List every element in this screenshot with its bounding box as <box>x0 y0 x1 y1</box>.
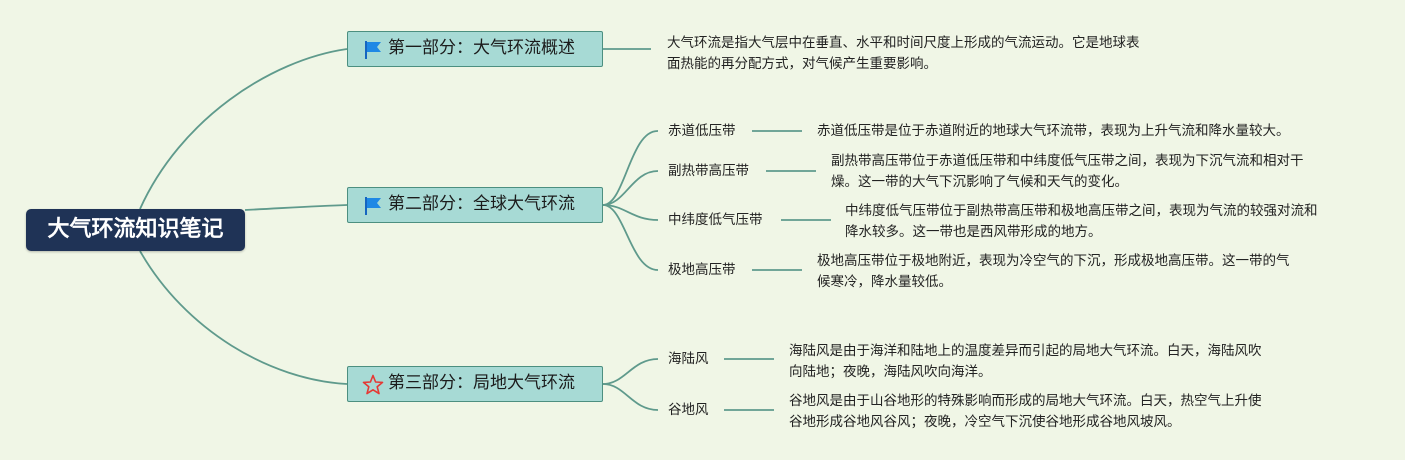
sub-valley-wind[interactable]: 谷地风 <box>668 402 709 418</box>
sub-equatorial-low-desc: 赤道低压带是位于赤道附近的地球大气环流带，表现为上升气流和降水量较大。 <box>817 121 1290 142</box>
sub-valley-wind-desc: 谷地风是由于山谷地形的特殊影响而形成的局地大气环流。白天，热空气上升使 谷地形成… <box>789 391 1262 433</box>
sub-sea-land-breeze-desc: 海陆风是由于海洋和陆地上的温度差异而引起的局地大气环流。白天，海陆风吹 向陆地；… <box>789 341 1262 383</box>
sub-sea-land-breeze[interactable]: 海陆风 <box>668 351 709 367</box>
connector-section-2-child-2 <box>602 170 659 206</box>
desc-line: 副热带高压带位于赤道低压带和中纬度低气压带之间，表现为下沉气流和相对干 <box>831 153 1304 169</box>
sub-equatorial-low[interactable]: 赤道低压带 <box>668 123 736 139</box>
desc-line: 燥。这一带的大气下沉影响了气候和天气的变化。 <box>831 174 1128 190</box>
section-3-label: 第三部分：局地大气环流 <box>388 373 575 393</box>
connector-section-3-child-1 <box>602 358 659 385</box>
desc-line: 海陆风是由于海洋和陆地上的温度差异而引起的局地大气环流。白天，海陆风吹 <box>789 343 1262 359</box>
connector-section-3-child-2 <box>602 383 659 411</box>
desc-line: 谷地形成谷地风谷风；夜晚，冷空气下沉使谷地形成谷地风坡风。 <box>789 414 1181 430</box>
section-2-node[interactable]: 第二部分：全球大气环流 <box>347 187 603 223</box>
root-node[interactable]: 大气环流知识笔记 <box>26 209 245 251</box>
sub-polar-high[interactable]: 极地高压带 <box>668 262 736 278</box>
section-1-desc: 大气环流是指大气层中在垂直、水平和时间尺度上形成的气流运动。它是地球表 面热能的… <box>667 33 1140 75</box>
connector-root-section-3 <box>139 250 348 385</box>
desc-line: 谷地风是由于山谷地形的特殊影响而形成的局地大气环流。白天，热空气上升使 <box>789 393 1262 409</box>
sub-subtropical-high[interactable]: 副热带高压带 <box>668 163 749 179</box>
flag-icon <box>365 41 381 59</box>
sub-midlatitude-low-desc: 中纬度低气压带位于副热带高压带和极地高压带之间，表现为气流的较强对流和 降水较多… <box>845 201 1318 243</box>
connector-section-2-child-3 <box>602 204 659 221</box>
sub-subtropical-high-desc: 副热带高压带位于赤道低压带和中纬度低气压带之间，表现为下沉气流和相对干 燥。这一… <box>831 151 1304 193</box>
connector-root-section-1 <box>139 48 348 210</box>
connector-root-section-2 <box>244 204 348 211</box>
section-3-node[interactable]: 第三部分：局地大气环流 <box>347 366 603 402</box>
desc-line: 候寒冷，降水量较低。 <box>817 274 952 290</box>
desc-line: 面热能的再分配方式，对气候产生重要影响。 <box>667 56 937 72</box>
section-1-node[interactable]: 第一部分：大气环流概述 <box>347 31 603 67</box>
section-1-label: 第一部分：大气环流概述 <box>388 38 575 58</box>
desc-line: 大气环流是指大气层中在垂直、水平和时间尺度上形成的气流运动。它是地球表 <box>667 35 1140 51</box>
section-2-label: 第二部分：全球大气环流 <box>388 194 575 214</box>
star-icon <box>362 374 384 395</box>
connector-section-2-child-4 <box>602 204 659 271</box>
desc-line: 极地高压带位于极地附近，表现为冷空气的下沉，形成极地高压带。这一带的气 <box>817 253 1290 269</box>
sub-polar-high-desc: 极地高压带位于极地附近，表现为冷空气的下沉，形成极地高压带。这一带的气 候寒冷，… <box>817 251 1290 293</box>
desc-line: 赤道低压带是位于赤道附近的地球大气环流带，表现为上升气流和降水量较大。 <box>817 123 1290 139</box>
desc-line: 中纬度低气压带位于副热带高压带和极地高压带之间，表现为气流的较强对流和 <box>845 203 1318 219</box>
desc-line: 降水较多。这一带也是西风带形成的地方。 <box>845 224 1102 240</box>
flag-icon <box>365 197 381 215</box>
sub-midlatitude-low[interactable]: 中纬度低气压带 <box>668 212 763 228</box>
desc-line: 向陆地；夜晚，海陆风吹向海洋。 <box>789 364 992 380</box>
connector-section-2-child-1 <box>602 130 659 206</box>
